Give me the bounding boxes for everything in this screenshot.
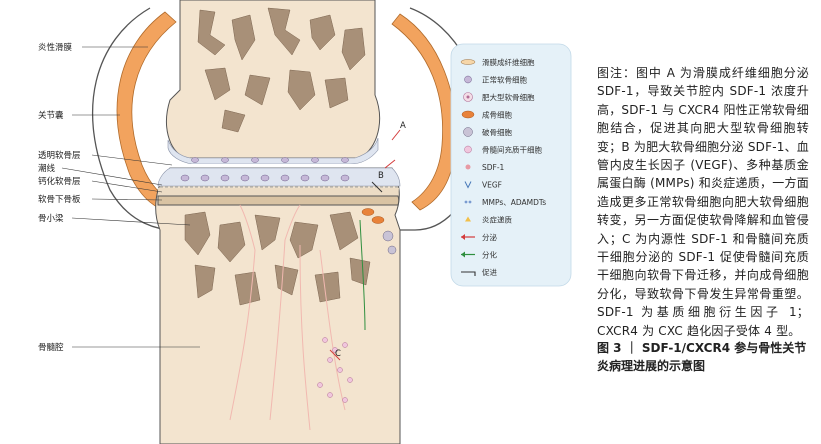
figure-title: 图 3 ｜ SDF-1/CXCR4 参与骨性关节炎病理进展的示意图 bbox=[597, 341, 807, 374]
fibroblast-icon bbox=[460, 59, 476, 65]
leader-line bbox=[61, 167, 163, 186]
marker-a: A bbox=[400, 121, 406, 131]
inflammatory-mediator-icon bbox=[465, 216, 471, 222]
figure-caption: 图注：图中 A 为滑膜成纤维细胞分泌 SDF-1，导致关节腔内 SDF-1 浓度… bbox=[597, 66, 809, 338]
lower-trabeculae bbox=[184, 211, 371, 306]
marker-c: C bbox=[335, 349, 341, 359]
label-hyaline: 透明软骨层 bbox=[38, 150, 81, 161]
legend-label: 分化 bbox=[482, 249, 497, 259]
marrow-vessels bbox=[229, 204, 346, 431]
stem-cells-cluster bbox=[317, 337, 353, 403]
calcified-cartilage bbox=[158, 188, 399, 196]
secretion-arrow-icon bbox=[461, 234, 475, 240]
legend-label: 分泌 bbox=[482, 232, 497, 242]
hyaline-cartilage bbox=[157, 167, 401, 187]
leader-line bbox=[91, 154, 173, 166]
mesenchymal-stem-cell-icon bbox=[464, 145, 472, 154]
legend-label: 肥大型软骨细胞 bbox=[482, 92, 535, 102]
label-marrow: 骨髓腔 bbox=[38, 342, 64, 353]
label-trabecular: 骨小梁 bbox=[38, 213, 64, 224]
promotion-arrow-icon bbox=[461, 271, 476, 276]
differentiation-arrow-icon bbox=[461, 251, 475, 258]
leader-line bbox=[91, 180, 163, 193]
sdf1-icon bbox=[465, 164, 471, 170]
upper-trabeculae bbox=[197, 7, 366, 133]
legend-label: 破骨细胞 bbox=[482, 127, 512, 137]
joint-space bbox=[172, 164, 377, 168]
mmps-icon bbox=[464, 200, 472, 204]
hypertrophic-chondrocyte-icon bbox=[463, 92, 473, 102]
legend-label: SDF-1 bbox=[482, 163, 505, 172]
subchondral-plate bbox=[157, 195, 400, 206]
osteoclasts-cluster bbox=[382, 230, 397, 255]
vegf-icon bbox=[464, 181, 472, 189]
legend-label: MMPs、ADAMDTs bbox=[482, 198, 546, 207]
legend-label: 成骨细胞 bbox=[482, 109, 512, 119]
chondrocytes-upper bbox=[191, 157, 349, 163]
legend-label: 骨髓间充质干细胞 bbox=[482, 144, 542, 154]
differentiation-arrow bbox=[359, 219, 366, 331]
marker-b: B bbox=[378, 171, 384, 181]
secretion-arrows bbox=[329, 129, 401, 361]
chondrocytes-row bbox=[180, 174, 350, 182]
legend-label: 炎症递质 bbox=[482, 214, 512, 224]
osteoblast-icon bbox=[461, 110, 475, 119]
synovium bbox=[391, 13, 457, 211]
label-tidemark: 潮线 bbox=[38, 163, 56, 174]
leader-line bbox=[91, 198, 163, 201]
legend-label: 促进 bbox=[482, 268, 497, 277]
chondrocyte-icon bbox=[464, 75, 472, 84]
osteoblasts-cluster bbox=[361, 208, 385, 224]
lower-bone bbox=[155, 167, 401, 444]
label-calcified: 钙化软骨层 bbox=[38, 176, 81, 187]
label-subchondral: 软骨下骨板 bbox=[38, 194, 81, 205]
label-capsule: 关节囊 bbox=[38, 110, 64, 121]
leader-line bbox=[71, 217, 191, 226]
legend-label: 正常软骨细胞 bbox=[482, 74, 527, 84]
osteoclast-icon bbox=[463, 127, 473, 137]
legend-label: VEGF bbox=[482, 180, 502, 189]
label-synovium: 炎性滑膜 bbox=[38, 42, 73, 53]
promotion-arrow bbox=[371, 181, 383, 193]
upper-cartilage bbox=[167, 137, 379, 165]
legend-label: 滑膜成纤维细胞 bbox=[482, 57, 535, 67]
